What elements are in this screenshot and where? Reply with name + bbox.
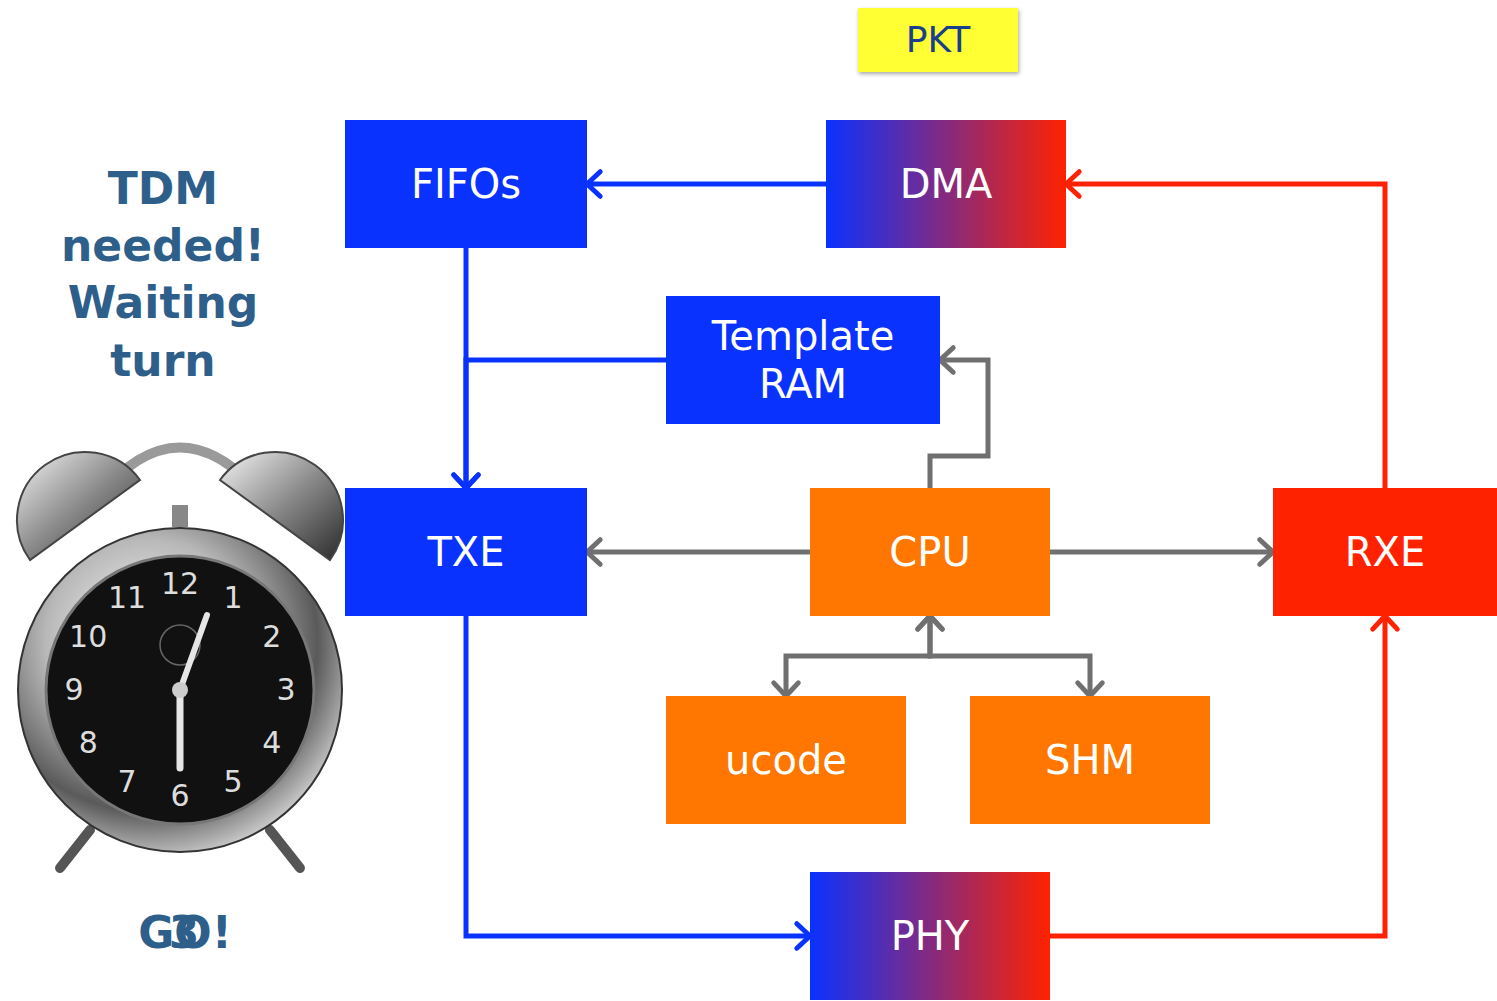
clock-numeral: 6 xyxy=(155,777,205,815)
clock-numeral: 4 xyxy=(247,724,297,762)
txe-box: TXE xyxy=(345,488,587,616)
clock-minute-hand xyxy=(180,615,207,690)
packet-tag: PKT xyxy=(858,8,1018,72)
arrow-head xyxy=(454,475,479,488)
ucode-box: ucode xyxy=(666,696,906,824)
arrow-head xyxy=(940,348,953,373)
connector-line xyxy=(930,616,1090,696)
node-label: RXE xyxy=(1345,528,1425,576)
node-label: FIFOs xyxy=(411,160,521,208)
node-label: Template RAM xyxy=(676,312,930,408)
connector-line xyxy=(587,550,810,555)
clock-numeral: 5 xyxy=(208,763,258,801)
cpu-box: CPU xyxy=(810,488,1050,616)
connector-line xyxy=(1050,550,1273,555)
arrow-head xyxy=(1066,172,1079,197)
clock-hour-hand xyxy=(177,690,184,768)
node-label: SHM xyxy=(1045,736,1135,784)
node-label: DMA xyxy=(900,160,993,208)
clock-numeral: 7 xyxy=(102,763,152,801)
countdown-number: 3 xyxy=(164,905,204,960)
clock-numeral: 8 xyxy=(63,724,113,762)
clock-numeral: 1 xyxy=(208,579,258,617)
arrow-head xyxy=(587,540,600,565)
arrow-head xyxy=(918,616,943,629)
arrow-head xyxy=(774,683,799,696)
node-label: CPU xyxy=(889,528,970,576)
clock-numeral: 12 xyxy=(155,565,205,603)
connector xyxy=(454,360,666,488)
clock-foot xyxy=(60,830,90,868)
connector xyxy=(1066,172,1385,488)
arrow-head xyxy=(1373,616,1398,629)
clock-numeral: 11 xyxy=(102,579,152,617)
connector-line xyxy=(1066,184,1385,488)
clock-numeral: 9 xyxy=(49,671,99,709)
fifo-box: FIFOs xyxy=(345,120,587,248)
arrow-head xyxy=(1260,540,1273,565)
clock-numeral: 10 xyxy=(63,618,113,656)
connector-line xyxy=(587,182,826,187)
node-label: TXE xyxy=(427,528,504,576)
clock-numeral: 2 xyxy=(247,618,297,656)
arrow-head xyxy=(797,924,810,949)
clock-pivot xyxy=(172,682,188,698)
shm-box: SHM xyxy=(970,696,1210,824)
phy-box: PHY xyxy=(810,872,1050,1000)
dma-box: DMA xyxy=(826,120,1066,248)
rxe-box: RXE xyxy=(1273,488,1497,616)
clock-stem xyxy=(172,505,188,527)
connector xyxy=(587,540,810,565)
connector xyxy=(587,172,826,197)
node-label: ucode xyxy=(725,736,847,784)
connector-line xyxy=(466,360,666,488)
clock-numeral: 3 xyxy=(261,671,311,709)
node-label: PHY xyxy=(891,912,970,960)
node-label: PKT xyxy=(906,18,971,61)
connector xyxy=(774,616,943,696)
clock-face xyxy=(46,556,314,824)
connector xyxy=(1050,540,1273,565)
arrow-head xyxy=(587,172,600,197)
template-ram-box: Template RAM xyxy=(666,296,940,424)
clock-foot xyxy=(270,830,300,868)
arrow-head xyxy=(1078,683,1103,696)
connector xyxy=(918,616,1103,696)
connector-line xyxy=(786,616,930,696)
clock-case xyxy=(18,528,342,852)
status-note: TDM needed! Waiting turn xyxy=(28,160,298,389)
